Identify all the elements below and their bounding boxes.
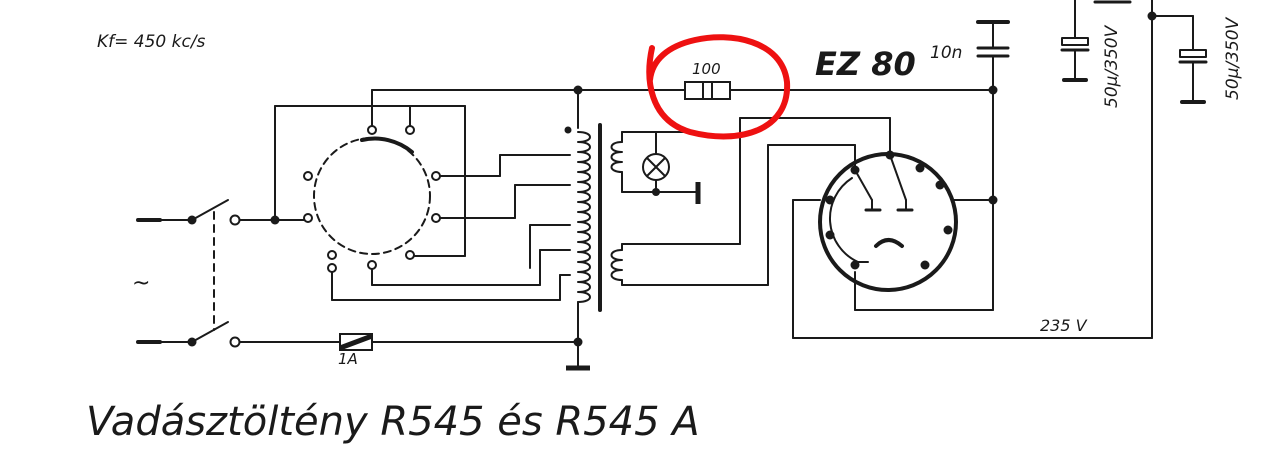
frequency-label: Kf= 450 kc/s <box>97 32 206 52</box>
resistor-100 <box>684 81 731 100</box>
capacitor-10n-label: 10n <box>930 43 962 63</box>
switch-contact <box>229 336 241 348</box>
ground-symbols <box>566 182 701 371</box>
junction-dots <box>187 11 1157 347</box>
resistor-label: 100 <box>692 60 721 78</box>
capacitor-50-label-1: 50μ/350V <box>1102 24 1122 108</box>
tube-label: EZ 80 <box>815 45 916 83</box>
capacitor-50-label-2: 50μ/350V <box>1223 16 1243 100</box>
ac-symbol: ~ <box>132 271 150 296</box>
voltage-label: 235 V <box>1040 316 1088 335</box>
fuse-label: 1A <box>338 350 358 368</box>
schematic-wiring <box>136 0 1208 367</box>
schematic-caption: Vadásztöltény R545 és R545 A <box>86 399 700 445</box>
highlight-circle <box>646 34 791 140</box>
schematic-components <box>229 81 731 348</box>
switch-contact <box>229 214 241 226</box>
